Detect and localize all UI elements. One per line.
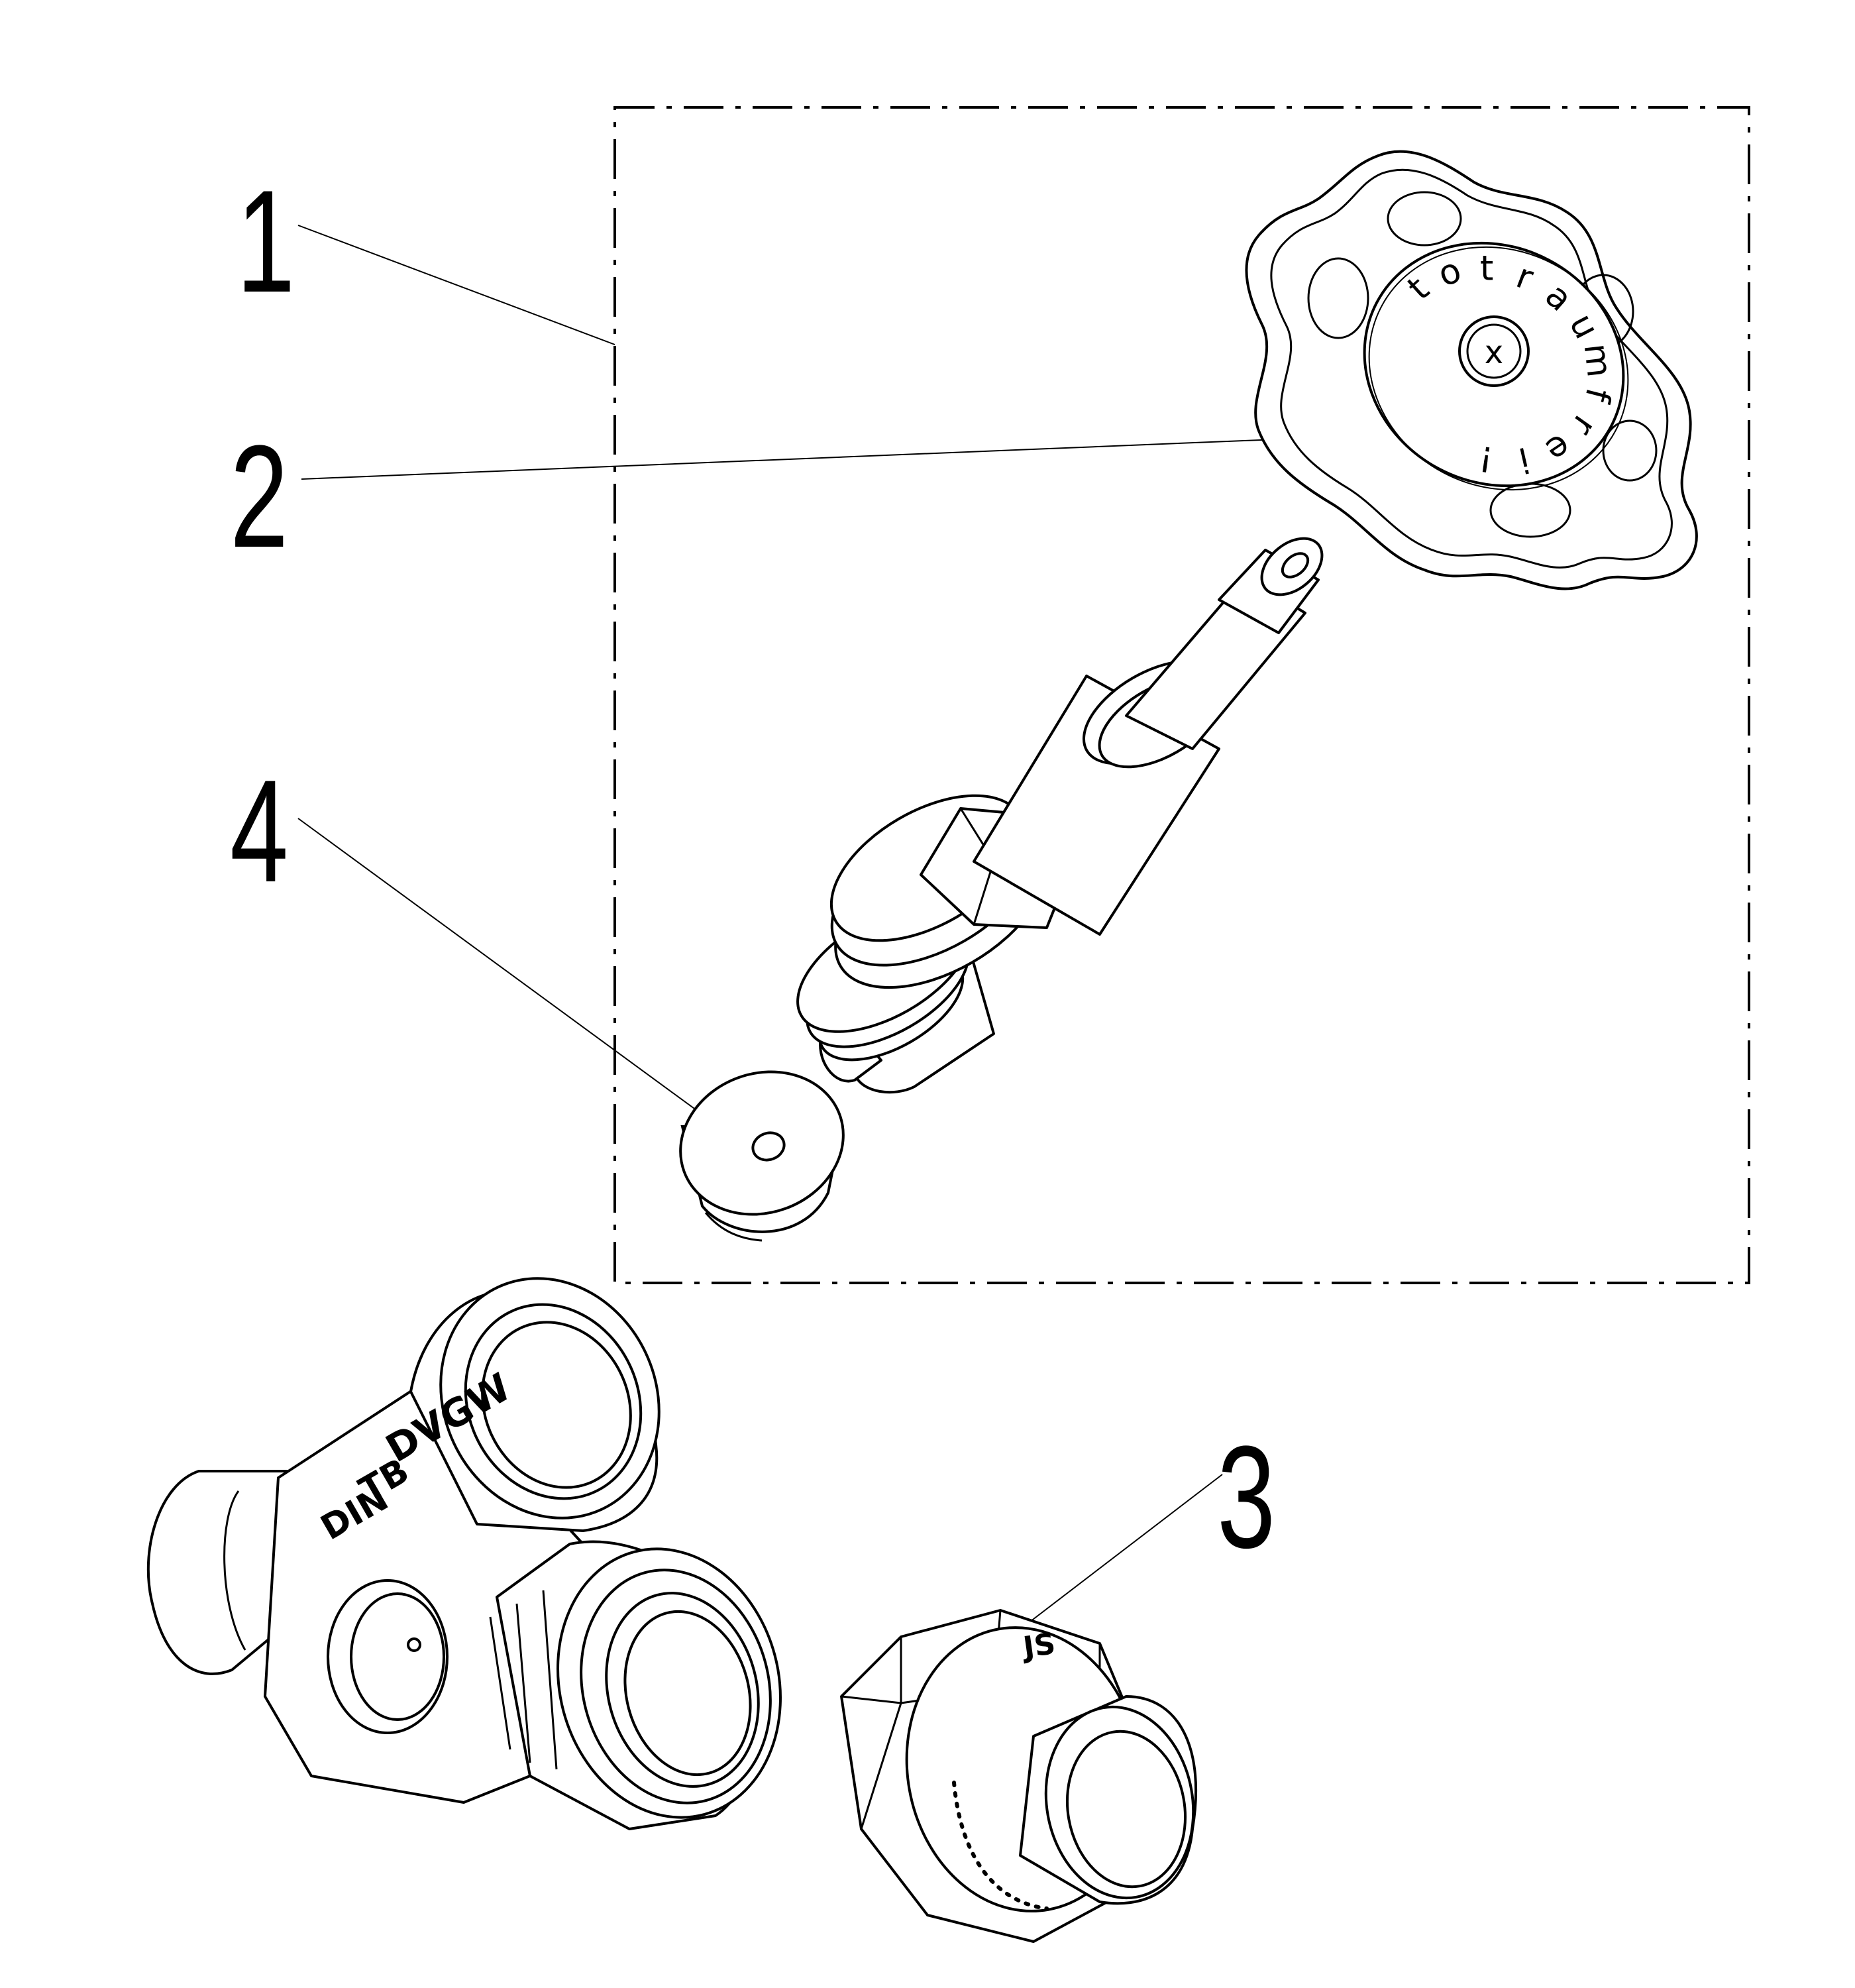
valve-top-spindle-hole	[1281, 552, 1310, 579]
leader-line-4	[297, 818, 719, 1127]
valve-body-side-boss-dot	[407, 1637, 421, 1652]
washer-lip	[704, 1212, 763, 1242]
handwheel-spoke-lower-right	[1602, 419, 1658, 482]
handwheel-letter: m	[1576, 341, 1619, 379]
handwheel-hub-disc-edge	[1368, 246, 1629, 491]
handwheel-screw-ring	[1466, 323, 1522, 379]
callout-2: 2	[230, 414, 288, 578]
handwheel-spoke-left	[1307, 257, 1369, 339]
handwheel-rim-inner	[1270, 168, 1673, 569]
union-nut-mark: JS	[1020, 1627, 1058, 1665]
union-nut	[840, 1609, 1198, 1943]
callout-4: 4	[230, 749, 288, 912]
washer	[679, 1070, 845, 1242]
leader-line-3	[1010, 1474, 1223, 1637]
handwheel-letter: t	[1480, 248, 1494, 288]
valve-top-assembly	[796, 537, 1324, 1094]
union-nut-tailpiece-inner	[1065, 1730, 1187, 1889]
leader-line-2	[301, 437, 1326, 480]
handwheel	[1245, 150, 1698, 590]
leader-line-1	[297, 225, 615, 345]
handwheel-spoke-upper	[1387, 191, 1462, 247]
handwheel-screw-head	[1458, 315, 1530, 387]
valve-body	[146, 1277, 782, 1830]
callout-1: 1	[237, 159, 295, 323]
valve-body-side-boss-face	[350, 1592, 445, 1721]
union-nut-dot-ring	[952, 1781, 1049, 1910]
valve-body-rib	[489, 1590, 558, 1770]
handwheel-center-mark: x	[1485, 334, 1503, 371]
kit-boundary-frame	[613, 106, 1750, 1284]
valve-body-top-socket-bore	[481, 1321, 632, 1489]
callout-3: 3	[1217, 1415, 1275, 1578]
valve-body-right-socket-bore	[623, 1610, 752, 1777]
valve-body-left-pipe-ring	[223, 1490, 246, 1651]
washer-hole	[751, 1131, 786, 1162]
